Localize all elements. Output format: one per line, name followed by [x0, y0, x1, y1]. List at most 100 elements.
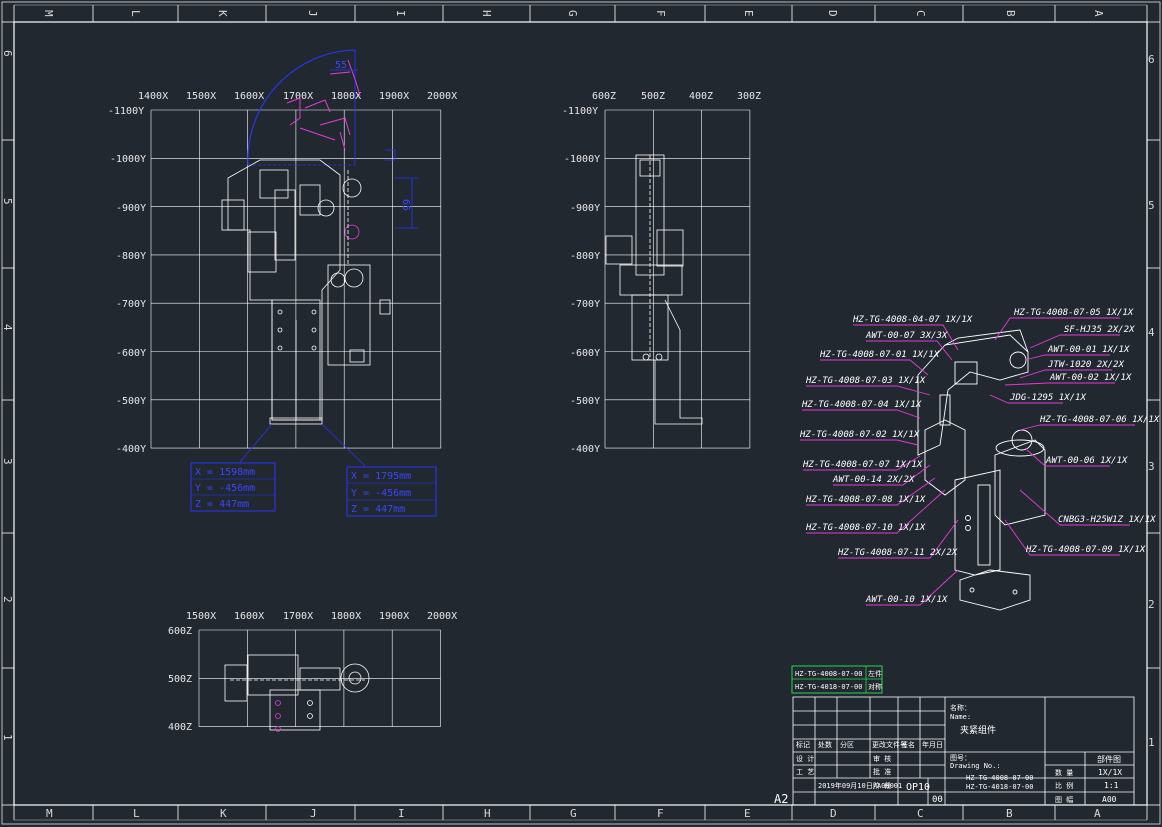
top-x-tick: 1900X [379, 611, 409, 622]
iso-leader-lines [800, 317, 1135, 606]
zone-label-bottom: L [133, 807, 140, 820]
tb-header-cell: 分区 [840, 740, 854, 749]
coord-left-z: Z = 447mm [195, 499, 249, 510]
iso-callouts-right: HZ-TG-4008-07-05 1X/1X SF-HJ35 2X/2X AWT… [1009, 308, 1160, 555]
side-top-cap [639, 159, 661, 177]
tb-drawing-no-1: HZ-TG-4008-07-00 [966, 774, 1033, 782]
iso-cylinder [994, 439, 1046, 526]
top-x-tick: 1700X [283, 611, 313, 622]
front-x-tick: 2000X [427, 91, 457, 102]
top-x-tick: 1500X [186, 611, 216, 622]
top-hole [275, 700, 281, 706]
pivot-pin-top [342, 178, 362, 198]
row-label-left: 2 [1, 596, 14, 603]
cylinder-joint [344, 268, 364, 288]
tb-scale-label: 比 例 [1055, 781, 1073, 790]
side-y-tick: -1100Y [562, 106, 598, 117]
zone-label-top: K [216, 10, 229, 17]
top-hole [275, 713, 281, 719]
zone-label-bottom: M [46, 807, 53, 820]
zone-label-bottom: E [744, 807, 751, 820]
tb-drawing-no-2: HZ-TG-4018-07-00 [966, 783, 1033, 791]
part-callout: HZ-TG-4008-07-10 1X/1X [805, 523, 926, 533]
tb-role-cell: 批 准 [873, 767, 891, 776]
leader-left-7 [833, 464, 931, 486]
part-callout: AWT-00-06 1X/1X [1045, 456, 1128, 466]
coord-right-x: X = 1795mm [351, 471, 411, 482]
iso-link [939, 394, 951, 426]
part-callout: AWT-00-07 3X/3X [865, 331, 948, 341]
part-callout: HZ-TG-4008-07-07 1X/1X [802, 460, 923, 470]
zone-label-bottom: G [570, 807, 577, 820]
side-view-clamp-assembly [605, 154, 703, 425]
side-z-tick: 500Z [641, 91, 665, 102]
front-x-tick: 1700X [283, 91, 313, 102]
side-lower-block [631, 294, 669, 361]
front-x-tick: 1400X [138, 91, 168, 102]
coord-box-right: X = 1795mm Y = -456mm Z = 447mm [346, 466, 437, 517]
part-callout: AWT-00-02 1X/1X [1049, 373, 1132, 383]
tb-header-cell: 年月日 [922, 740, 943, 749]
zone-label-bottom: F [657, 807, 664, 820]
front-view-clamp-assembly [221, 49, 418, 467]
clamp-swing-arc [247, 49, 356, 166]
body-rib [274, 189, 296, 261]
tb-drawing-label: 图号： [950, 754, 971, 762]
cylinder-body [327, 264, 371, 366]
coord-leader-left [239, 423, 273, 463]
tb-category: 部件图 [1097, 754, 1121, 764]
side-y-tick: -900Y [570, 203, 600, 214]
coord-right-y: Y = -456mm [351, 488, 411, 499]
zone-label-bottom: K [220, 807, 227, 820]
leader-right-7 [1024, 447, 1110, 467]
zone-label-top: J [306, 10, 319, 17]
part-callout: HZ-TG-4008-07-11 2X/2X [837, 548, 958, 558]
front-y-tick: -400Y [116, 444, 146, 455]
top-zone-labels: M L K J I H G F E D C B A [42, 10, 1105, 17]
top-clamp-pin [348, 671, 362, 685]
zone-label-top: E [742, 10, 755, 17]
side-z-tick: 300Z [737, 91, 761, 102]
top-z-tick: 400Z [168, 722, 192, 733]
zone-label-bottom: D [830, 807, 837, 820]
row-label-left: 6 [1, 50, 14, 57]
pivot-pin-mid [317, 199, 335, 217]
top-view-x-ticks: 1500X 1600X 1700X 1800X 1900X 2000X [186, 611, 457, 622]
plate-hole [277, 309, 283, 315]
iso-base [959, 569, 1031, 611]
row-label-left: 1 [1, 734, 14, 741]
iso-base-hole [1012, 589, 1018, 595]
bottom-bolt [349, 349, 365, 363]
tb-name-label: 名称： [950, 703, 971, 712]
leader-right-1 [1029, 334, 1120, 349]
side-bolt [642, 353, 650, 361]
iso-plate-slot [977, 484, 991, 566]
tb-role-cell: 审 核 [873, 754, 891, 763]
zone-label-top: C [914, 10, 927, 17]
zone-label-bottom: C [917, 807, 924, 820]
zone-label-top: I [394, 10, 407, 17]
tb-drawing-label-en: Drawing No.: [950, 762, 1001, 770]
side-y-tick: -600Y [570, 348, 600, 359]
variant-code-mirror: HZ-TG-4018-07-00 [795, 683, 862, 691]
part-callout: AWT-00-10 1X/1X [865, 595, 948, 605]
part-callout: HZ-TG-4008-07-04 1X/1X [801, 400, 922, 410]
zone-label-top: M [42, 10, 55, 17]
plate-hole [311, 345, 317, 351]
plate-hole [277, 327, 283, 333]
part-callout: AWT-00-14 2X/2X [832, 475, 915, 485]
plate-hole [311, 309, 317, 315]
variant-box: HZ-TG-4008-07-00 左件 HZ-TG-4018-07-00 对称 [791, 665, 883, 694]
pivot-pin-magenta [344, 224, 360, 240]
row-label-right: 1 [1148, 736, 1155, 749]
part-callout: HZ-TG-4008-07-03 1X/1X [805, 376, 926, 386]
coord-left-y: Y = -456mm [195, 483, 255, 494]
leader-left-6 [803, 455, 921, 471]
top-clamp-head [340, 663, 370, 693]
iso-plate-hole [965, 515, 971, 521]
side-y-tick: -500Y [570, 396, 600, 407]
front-view-grid [150, 109, 442, 449]
zone-label-bottom: I [398, 807, 405, 820]
